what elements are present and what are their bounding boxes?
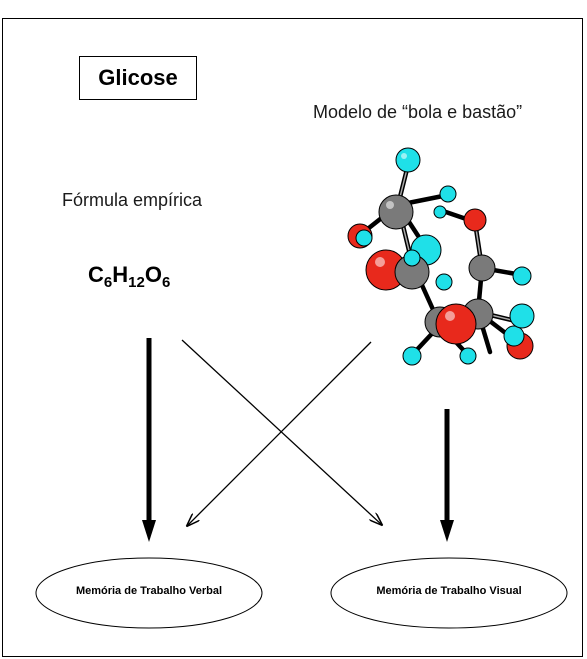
formula-carbon-count: 6 (103, 274, 113, 291)
verbal-memory-label: Memória de Trabalho Verbal (75, 585, 223, 597)
page-title: Glicose (98, 65, 178, 90)
hydrogen-atom (512, 266, 532, 286)
visual-memory-ellipse (330, 557, 568, 629)
hydrogen-atom (435, 273, 453, 291)
formula-oxygen: O (144, 262, 162, 287)
carbon-atom (378, 194, 414, 230)
hydrogen-atom (503, 325, 525, 347)
hydrogen-atom (403, 249, 421, 267)
carbon-atom (468, 254, 496, 282)
hydrogen-atom (355, 229, 373, 247)
formula-carbon: C (88, 262, 104, 287)
verbal-memory-ellipse (35, 557, 263, 629)
hydrogen-atom (459, 347, 477, 365)
visual-memory-label: Memória de Trabalho Visual (376, 585, 522, 597)
formula-hydrogen-count: 12 (128, 274, 145, 291)
hydrogen-atom (509, 303, 535, 329)
formula-hydrogen: H (112, 262, 129, 287)
oxygen-atom (463, 208, 487, 232)
empirical-formula: C6H12O6 (88, 262, 170, 291)
ball-stick-label: Modelo de “bola e bastão” (313, 102, 523, 122)
oxygen-atom (435, 303, 477, 345)
hydrogen-atom (433, 205, 447, 219)
empirical-formula-label: Fórmula empírica (62, 190, 203, 210)
arrow-formula-to-visual (181, 339, 382, 525)
hydrogen-atom (402, 346, 422, 366)
arrow-model-to-visual-head (440, 520, 454, 542)
title-box: Glicose (79, 56, 197, 100)
arrow-formula-to-verbal-head (142, 520, 156, 542)
formula-oxygen-count: 6 (161, 274, 171, 291)
arrow-model-to-verbal (187, 341, 372, 526)
hydrogen-atom (439, 185, 457, 203)
ball-stick-model (347, 147, 535, 366)
hydrogen-atom (395, 147, 421, 173)
